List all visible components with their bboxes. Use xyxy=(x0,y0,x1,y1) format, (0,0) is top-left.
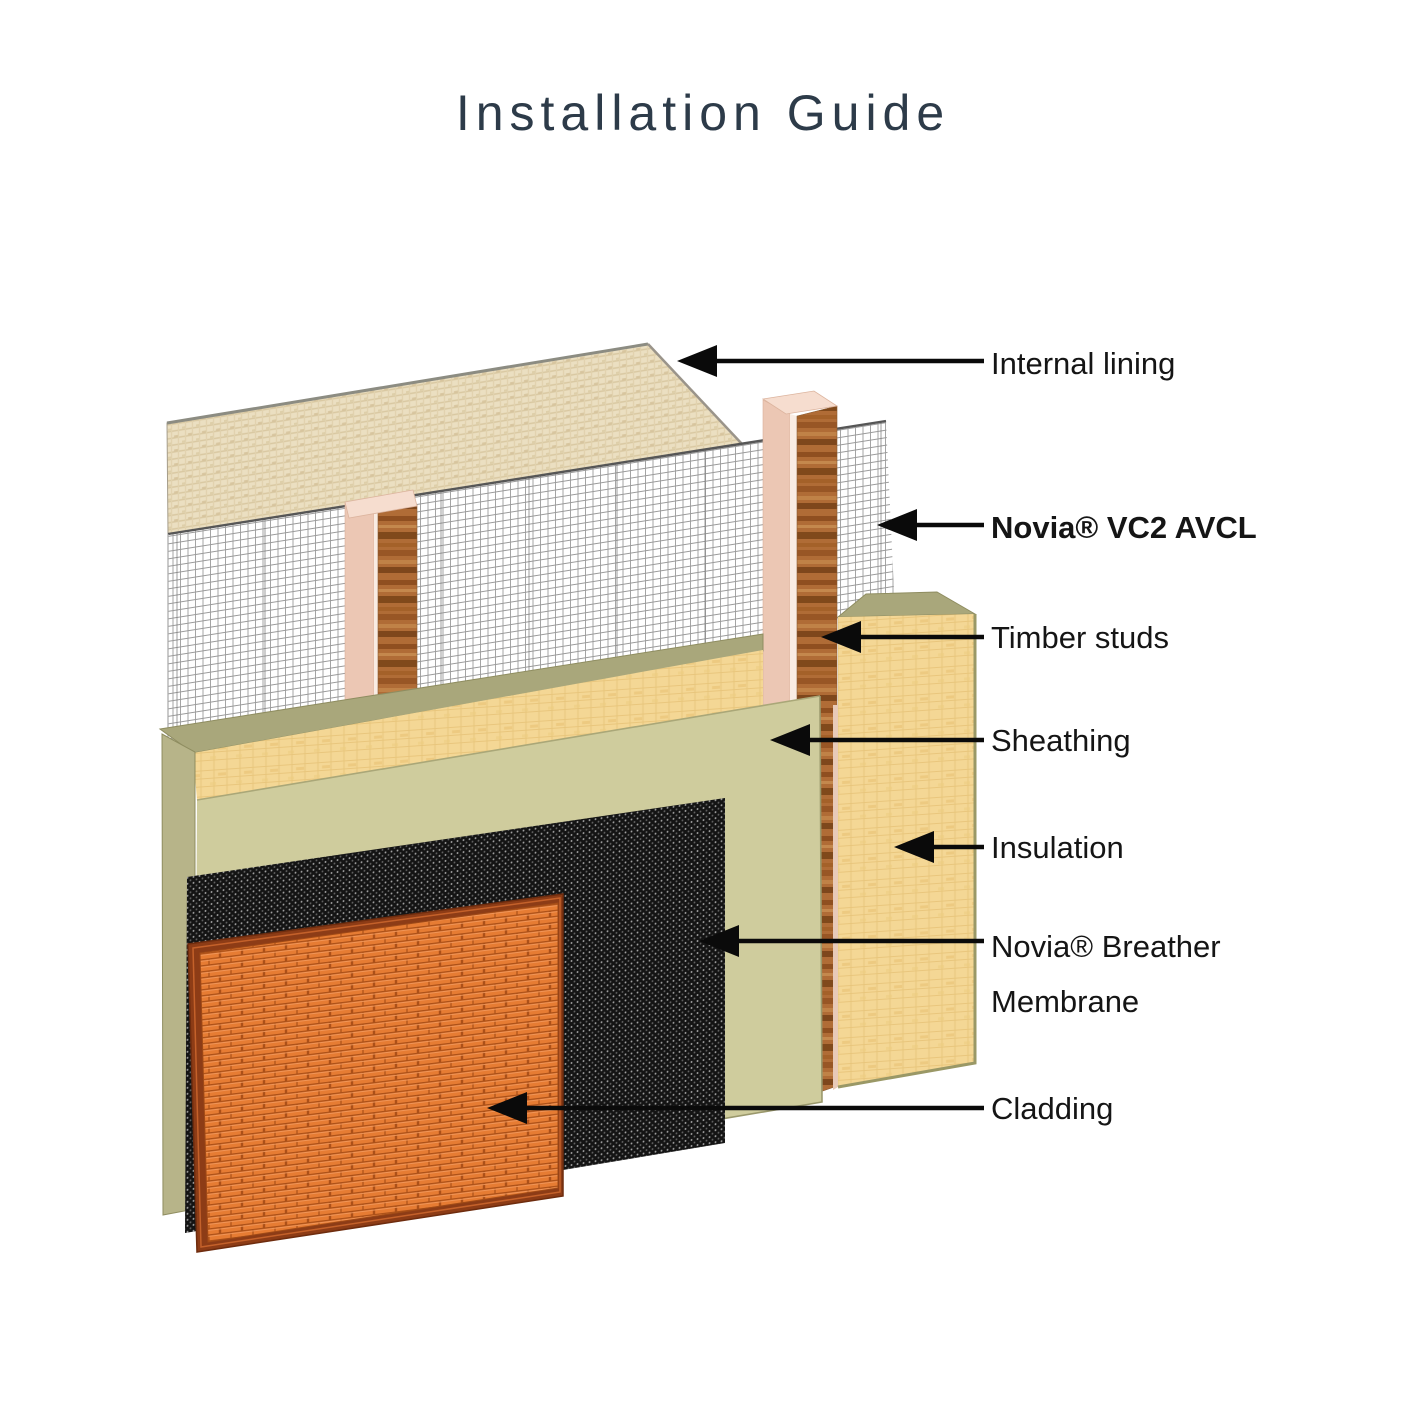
arrow-sheathing xyxy=(770,724,984,756)
label-insulation: Insulation xyxy=(991,830,1124,865)
timber-stud-left xyxy=(344,489,418,723)
label-vc2-avcl: Novia® VC2 AVCL xyxy=(991,510,1257,545)
label-cladding: Cladding xyxy=(991,1091,1113,1126)
cladding-panel xyxy=(187,893,564,1253)
label-breather-membrane-line2: Membrane xyxy=(991,984,1139,1019)
arrow-vc2-avcl xyxy=(877,509,984,541)
label-timber-studs: Timber studs xyxy=(991,620,1169,655)
page-title: Installation Guide xyxy=(455,85,951,141)
arrow-breather-membrane xyxy=(699,925,984,957)
arrow-internal-lining xyxy=(677,345,984,377)
label-breather-membrane-line1: Novia® Breather xyxy=(991,929,1221,964)
arrow-timber-studs xyxy=(821,621,984,653)
arrow-insulation xyxy=(894,831,984,863)
insulation-panel xyxy=(836,591,977,1089)
annotation-labels: Internal lining Novia® VC2 AVCL Timber s… xyxy=(991,346,1257,1126)
label-sheathing: Sheathing xyxy=(991,723,1131,758)
label-internal-lining: Internal lining xyxy=(991,346,1175,381)
arrow-cladding xyxy=(487,1092,984,1124)
annotation-arrows xyxy=(487,345,984,1124)
